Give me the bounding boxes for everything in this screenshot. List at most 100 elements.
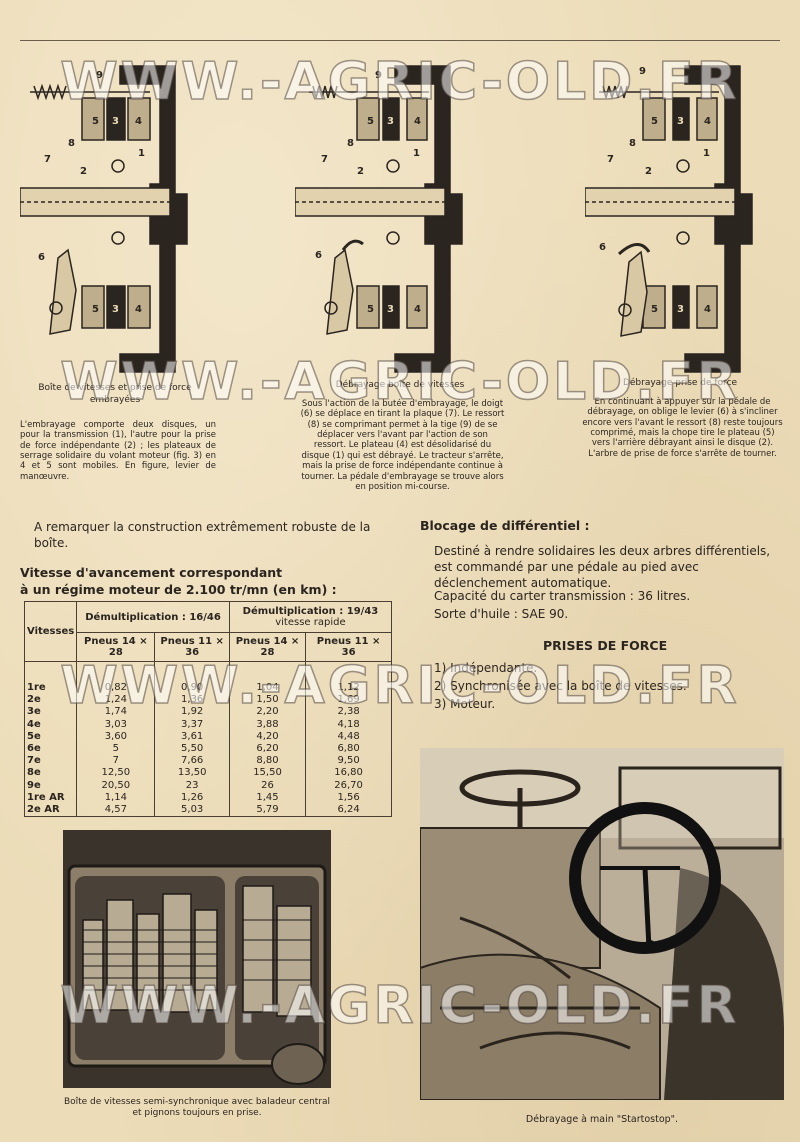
speed-value-cell: 4,18: [305, 718, 392, 731]
group-header-2: Démultiplication : 19/43 vitesse rapide: [228, 601, 393, 633]
speed-title-line-2: à un régime moteur de 2.100 tr/mn (en km…: [20, 581, 337, 597]
prises-title: PRISES DE FORCE: [543, 638, 668, 653]
svg-text:6: 6: [315, 250, 322, 261]
tractor-photo: [420, 748, 784, 1100]
svg-text:3: 3: [112, 304, 119, 315]
gearbox-caption: Boîte de vitesses semi-synchronique avec…: [63, 1097, 331, 1118]
speed-value-cell: 9,50: [305, 755, 392, 768]
svg-text:5: 5: [367, 116, 374, 127]
tractor-illustration: [420, 748, 784, 1100]
remark-text: A remarquer la construction extrêmement …: [34, 520, 371, 551]
speed-value-cell: 1,12: [305, 661, 392, 695]
speed-value-cell: 5,50: [154, 742, 230, 756]
blocage-title: Blocage de différentiel :: [420, 518, 590, 533]
speed-value-cell: 6,80: [305, 742, 392, 756]
svg-text:3: 3: [387, 304, 394, 315]
figure-2-title: Débrayage boîte de vitesses: [335, 380, 465, 390]
speed-gear-cell: 5e: [23, 730, 78, 743]
svg-text:6: 6: [599, 242, 606, 253]
clutch-figure-engaged: 9 5 3 4 5 3 4 7 8 2 1 6: [20, 58, 195, 376]
group-header-1: Démultiplication : 16/46: [76, 601, 230, 633]
col-vitesses: Vitesses: [23, 601, 78, 662]
speed-value-cell: 15,50: [228, 767, 307, 780]
svg-text:5: 5: [651, 116, 658, 127]
tractor-caption: Débrayage à main "Startostop".: [525, 1114, 679, 1125]
carter-capacity: Capacité du carter transmission : 36 lit…: [434, 589, 691, 603]
prise-item: 1) Indépendante.: [434, 661, 538, 675]
gearbox-photo: [63, 830, 331, 1088]
speed-value-cell: 5,03: [154, 803, 230, 818]
speed-value-cell: 12,50: [76, 767, 156, 780]
speed-value-cell: 26,70: [305, 779, 392, 792]
speed-value-cell: 1,14: [76, 791, 156, 804]
blocage-text: Destiné à rendre solidaires les deux arb…: [434, 544, 771, 591]
figure-3-text: En continuant à appuyer sur la pédale de…: [582, 397, 783, 459]
top-rule: [20, 40, 780, 41]
speed-value-cell: 1,45: [228, 791, 307, 804]
svg-text:1: 1: [138, 148, 145, 159]
speed-value-cell: 1,04: [228, 661, 307, 695]
speed-gear-cell: 6e: [23, 742, 78, 756]
speed-value-cell: 13,50: [154, 767, 230, 780]
svg-text:7: 7: [321, 154, 328, 165]
svg-text:6: 6: [38, 252, 45, 263]
svg-text:9: 9: [639, 66, 646, 77]
svg-text:3: 3: [387, 116, 394, 127]
speed-gear-cell: 8e: [23, 767, 78, 780]
speed-gear-cell: 3e: [23, 706, 78, 719]
figure-2-text: Sous l'action de la butée d'embrayage, l…: [300, 399, 505, 492]
group-header-2-line-2: vitesse rapide: [275, 617, 346, 628]
speed-gear-cell: 9e: [23, 779, 78, 792]
figure-3-title: Débrayage prise de force: [622, 378, 738, 388]
clutch-figure-gearbox-released: 9 5 3 4 5 3 4 7 8 2 1 6: [295, 58, 470, 376]
svg-text:4: 4: [704, 116, 711, 127]
speed-value-cell: 1,26: [154, 791, 230, 804]
speed-table-title: Vitesse d'avancement correspondant à un …: [20, 565, 340, 599]
speed-gear-cell: 1re: [23, 661, 78, 695]
speed-value-cell: 1,74: [76, 706, 156, 719]
speed-value-cell: 7: [76, 755, 156, 768]
svg-text:4: 4: [414, 116, 421, 127]
prises-list: 1) Indépendante. 2) Synchronisée avec la…: [434, 659, 687, 713]
speed-value-cell: 3,03: [76, 718, 156, 731]
svg-text:9: 9: [96, 70, 103, 81]
svg-text:7: 7: [607, 154, 614, 165]
speed-value-cell: 3,88: [228, 718, 307, 731]
clutch-diagram-3: 9 5 3 4 5 3 4 7 8 2 1 6: [585, 65, 753, 373]
svg-text:3: 3: [677, 304, 684, 315]
svg-text:8: 8: [68, 138, 75, 149]
speed-value-cell: 26: [228, 779, 307, 792]
svg-text:1: 1: [413, 148, 420, 159]
speed-value-cell: 1,50: [228, 694, 307, 707]
speed-value-cell: 4,20: [228, 730, 307, 743]
prise-item: 2) Synchronisée avec la boîte de vitesse…: [434, 679, 687, 693]
speed-value-cell: 5: [76, 742, 156, 756]
svg-text:5: 5: [92, 116, 99, 127]
speed-table: Vitesses Démultiplication : 16/46 Démult…: [23, 601, 393, 818]
figure-1-text: L'embrayage comporte deux disques, un po…: [20, 420, 216, 482]
speed-value-cell: 6,24: [305, 803, 392, 818]
speed-value-cell: 1,92: [154, 706, 230, 719]
clutch-diagram-2: 9 5 3 4 5 3 4 7 8 2 1 6: [295, 65, 463, 373]
speed-gear-cell: 2e: [23, 694, 78, 707]
speed-value-cell: 4,57: [76, 803, 156, 818]
speed-title-line-1: Vitesse d'avancement correspondant: [20, 565, 283, 580]
prise-item: 3) Moteur.: [434, 697, 496, 711]
speed-value-cell: 3,37: [154, 718, 230, 731]
speed-value-cell: 7,66: [154, 755, 230, 768]
svg-text:5: 5: [92, 304, 99, 315]
subheader-c: Pneus 14 × 28: [228, 632, 307, 662]
svg-text:4: 4: [135, 116, 142, 127]
svg-text:1: 1: [703, 148, 710, 159]
speed-value-cell: 1,36: [154, 694, 230, 707]
speed-gear-cell: 1re AR: [23, 791, 78, 804]
svg-text:8: 8: [629, 138, 636, 149]
speed-value-cell: 1,56: [305, 791, 392, 804]
